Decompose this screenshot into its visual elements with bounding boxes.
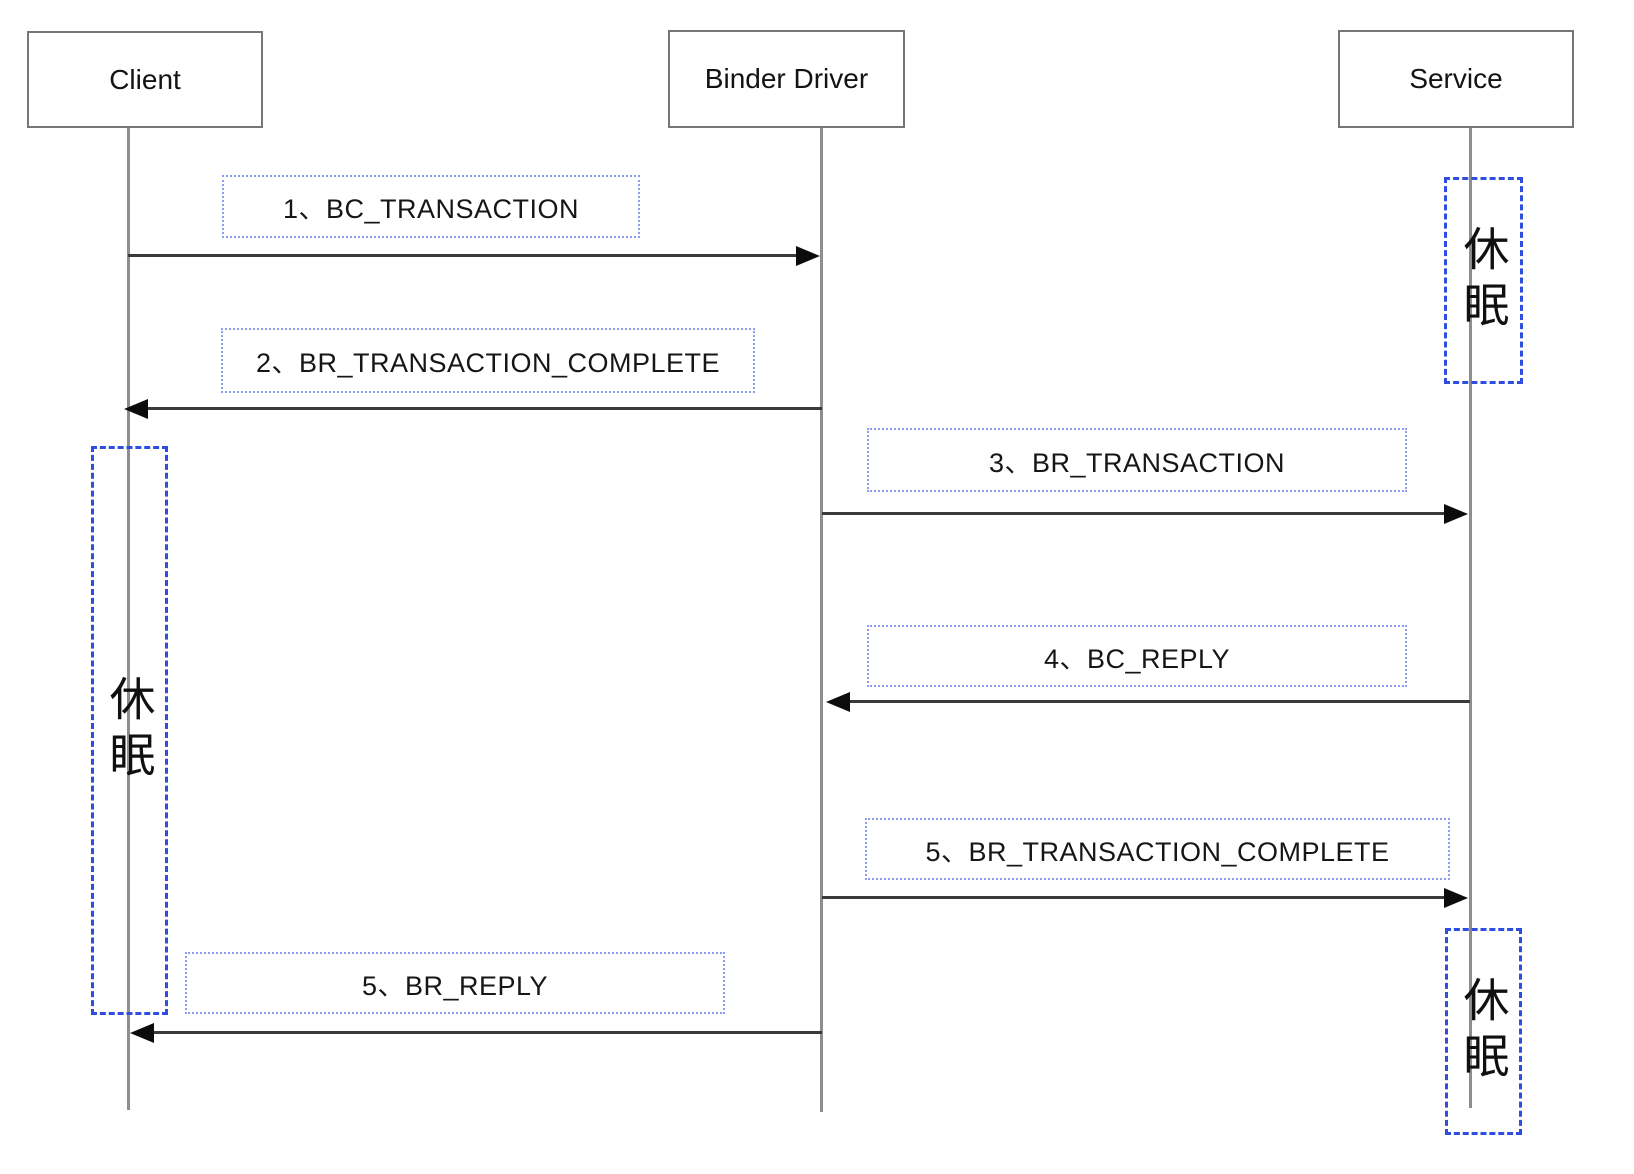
message-text-5: 5、BR_TRANSACTION_COMPLETE [925, 836, 1390, 867]
message-arrow-5-line [822, 896, 1446, 899]
message-label-3-br-transaction: 3、BR_TRANSACTION [867, 428, 1407, 492]
arrowhead-left-icon [124, 399, 148, 419]
sleep-box-service-top: 休眠 [1444, 177, 1523, 384]
message-arrow-3-line [822, 512, 1446, 515]
sleep-label-service-bottom: 休眠 [1456, 975, 1511, 1088]
actor-label-service: Service [1409, 63, 1503, 94]
sleep-label-service-top: 休眠 [1456, 224, 1511, 337]
message-label-5-br-transaction-complete: 5、BR_TRANSACTION_COMPLETE [865, 818, 1450, 880]
arrowhead-right-icon [1444, 888, 1468, 908]
message-arrow-6-line [152, 1031, 822, 1034]
message-text-6: 5、BR_REPLY [361, 970, 549, 1001]
message-arrow-4-line [848, 700, 1470, 703]
message-label-2-br-transaction-complete: 2、BR_TRANSACTION_COMPLETE [221, 328, 755, 393]
actor-box-binder-driver: Binder Driver [668, 30, 905, 128]
arrowhead-right-icon [1444, 504, 1468, 524]
arrowhead-left-icon [826, 692, 850, 712]
actor-label-client: Client [109, 63, 181, 95]
message-text-1: 1、BC_TRANSACTION [282, 194, 580, 224]
lifeline-binder-driver [820, 128, 823, 1112]
message-label-6-br-reply: 5、BR_REPLY [185, 952, 725, 1014]
message-text-3: 3、BR_TRANSACTION [988, 447, 1286, 478]
message-label-1-bc-transaction: 1、BC_TRANSACTION [222, 175, 640, 238]
arrowhead-right-icon [796, 246, 820, 266]
lifeline-client [127, 128, 130, 1110]
message-arrow-2-line [146, 407, 822, 410]
actor-box-client: Client [27, 31, 263, 128]
actor-box-service: Service [1338, 30, 1574, 128]
lifeline-service [1469, 128, 1472, 1108]
sleep-box-service-bottom: 休眠 [1445, 928, 1522, 1135]
arrowhead-left-icon [130, 1023, 154, 1043]
message-text-4: 4、BC_REPLY [1043, 643, 1231, 674]
actor-label-binder-driver: Binder Driver [704, 63, 869, 94]
message-text-2: 2、BR_TRANSACTION_COMPLETE [255, 348, 721, 378]
message-arrow-1-line [128, 254, 800, 257]
sleep-label-client: 休眠 [102, 674, 157, 787]
sleep-box-client: 休眠 [91, 446, 168, 1015]
message-label-4-bc-reply: 4、BC_REPLY [867, 625, 1407, 687]
